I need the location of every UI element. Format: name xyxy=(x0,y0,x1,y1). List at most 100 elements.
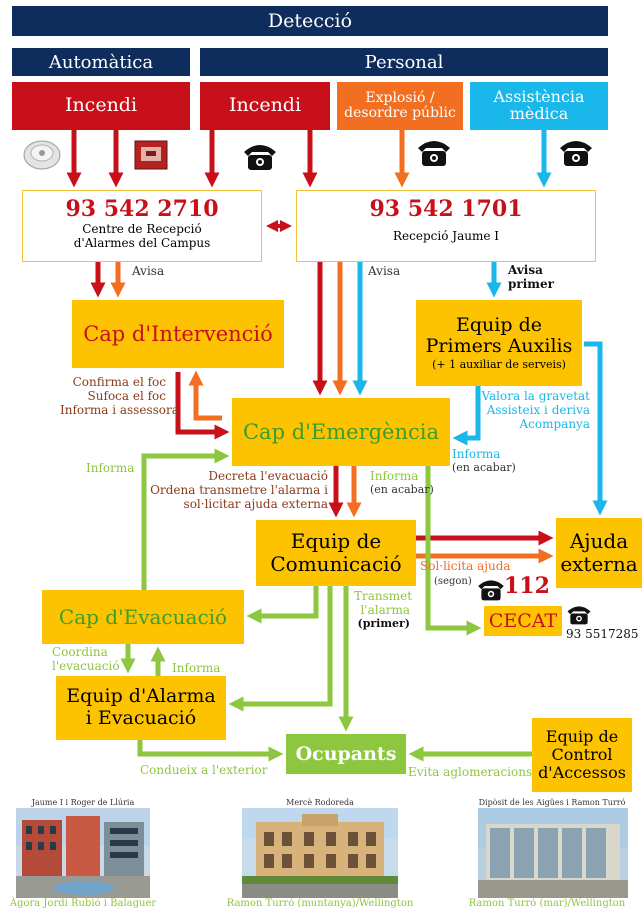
arrow-comunicacio-evacuacio xyxy=(246,586,319,624)
label-sollicita-ajuda: Sol·licita ajuda xyxy=(420,559,511,573)
label-avisa-primer: Avisa primer xyxy=(508,263,554,292)
primers-line3: (+ 1 auxiliar de serveis) xyxy=(432,357,566,371)
automatic-header: Automàtica xyxy=(12,48,190,76)
primers-line2: Primers Auxilis xyxy=(425,334,573,357)
jaume-reception-box: 93 542 1701 Recepció Jaume I xyxy=(296,190,596,262)
arrow-intervencio-emergencia-red xyxy=(175,372,230,440)
photo2-top-caption: Mercè Rodoreda xyxy=(286,798,354,807)
fire-personal-box: Incendi xyxy=(200,82,330,130)
cap-emergencia-box: Cap d'Emergència xyxy=(232,398,450,466)
label-informa-mid: Informa (en acabar) xyxy=(370,469,434,496)
ajuda-line1: Ajuda xyxy=(569,529,629,553)
label-informa-primers: Informa xyxy=(452,447,501,461)
telephone-icon-medical xyxy=(560,141,592,166)
control-line3: d'Accessos xyxy=(538,762,626,782)
campus-reception-line2: d'Alarmes del Campus xyxy=(73,236,211,250)
telephone-icon-explosion xyxy=(418,141,450,166)
equip-comunicacio-box: Equip de Comunicació xyxy=(256,520,416,586)
photo3-bottom-caption: Ramon Turró (mar)/Wellington xyxy=(468,898,626,909)
label-confirma: Confirma el foc xyxy=(72,375,166,389)
medical-box: Assistència mèdica xyxy=(470,82,608,130)
medical-line1: Assistència xyxy=(493,87,585,107)
telephone-icon-fire xyxy=(244,145,276,170)
equip-alarma-box: Equip d'Alarma i Evacuació xyxy=(56,676,226,740)
comunicacio-line2: Comunicació xyxy=(270,552,402,576)
label-emergencia-actions: Decreta l'evacuació Ordena transmetre l'… xyxy=(150,469,328,511)
label-informa-assessora: Informa i assessora xyxy=(60,402,179,417)
label-valora: Valora la gravetat xyxy=(481,389,590,403)
arrow-alarma-ocupants xyxy=(137,740,284,762)
label-avisa-left: Avisa xyxy=(132,264,165,278)
label-avisa-mid: Avisa xyxy=(368,264,401,278)
cecat-box: CECAT xyxy=(484,606,562,636)
label-intervencio-actions: Confirma el foc Sufoca el foc Informa i … xyxy=(60,375,179,417)
label-sufoca: Sufoca el foc xyxy=(87,388,166,403)
telephone-icon-112 xyxy=(478,580,504,601)
jaume-reception-line1: Recepció Jaume I xyxy=(393,229,499,243)
label-assisteix: Assisteix i deriva xyxy=(486,402,590,417)
label-informa-mid-1: Informa xyxy=(370,469,419,483)
label-cecat-phone: 93 5517285 xyxy=(566,627,639,641)
label-sollicitar: sol·licitar ajuda externa xyxy=(183,496,328,511)
telephone-icon-cecat xyxy=(567,606,591,625)
label-primers-actions: Valora la gravetat Assisteix i deriva Ac… xyxy=(480,389,591,431)
avisa-primer-line2: primer xyxy=(508,276,554,291)
campus-reception-line1: Centre de Recepció xyxy=(82,222,202,236)
label-condueix: Condueix a l'exterior xyxy=(140,763,268,777)
label-coordina: Coordina l'evacuació xyxy=(52,645,120,674)
arrow-emergencia-cecat xyxy=(425,466,482,636)
arrow-primers-ajuda xyxy=(584,341,608,516)
jaume-reception-phone: 93 542 1701 xyxy=(369,196,523,222)
ocupants-box: Ocupants xyxy=(286,734,406,774)
label-ordena: Ordena transmetre l'alarma i xyxy=(150,482,328,497)
smoke-detector-icon xyxy=(23,140,61,170)
control-accessos-box: Equip de Control d'Accessos xyxy=(532,718,632,792)
comunicacio-line1: Equip de xyxy=(290,529,382,553)
explosion-line1: Explosió / xyxy=(365,90,435,107)
fire-automatic-box: Incendi xyxy=(12,82,190,130)
avisa-primer-line1: Avisa xyxy=(508,263,543,277)
label-coordina-1: Coordina xyxy=(52,645,108,659)
label-coordina-2: l'evacuació xyxy=(52,658,120,673)
cap-intervencio-box: Cap d'Intervenció xyxy=(72,300,284,368)
primers-line1: Equip de xyxy=(456,314,542,337)
campus-reception-phone: 93 542 2710 xyxy=(65,196,219,222)
personal-header: Personal xyxy=(200,48,608,76)
label-informa-left: Informa xyxy=(86,461,135,475)
label-transmet-3: (primer) xyxy=(357,616,410,630)
medical-line2: mèdica xyxy=(509,104,569,123)
label-informa-acabar-primers: Informa (en acabar) xyxy=(452,447,516,474)
ajuda-externa-box: Ajuda externa xyxy=(556,518,642,588)
campus-reception-box: 93 542 2710 Centre de Recepció d'Alarmes… xyxy=(22,190,262,262)
label-decreta: Decreta l'evacuació xyxy=(208,469,328,483)
explosion-box: Explosió / desordre públic xyxy=(337,82,463,130)
ajuda-line2: externa xyxy=(560,552,638,576)
photo3-top-caption: Dipòsit de les Aigües i Ramon Turró xyxy=(478,798,626,807)
explosion-line2: desordre públic xyxy=(344,105,456,121)
photo-jaume-i xyxy=(16,808,150,898)
alarma-line2: i Evacuació xyxy=(85,707,197,729)
arrow-emergencia-intervencio-orange xyxy=(188,370,222,421)
label-informa-evac: Informa xyxy=(172,661,221,675)
cap-evacuacio-box: Cap d'Evacuació xyxy=(42,590,244,644)
alarma-line1: Equip d'Alarma xyxy=(66,685,216,708)
arrow-comunicacio-alarma xyxy=(228,586,333,712)
photo-merce-rodoreda xyxy=(242,808,398,898)
label-112: 112 xyxy=(504,573,550,599)
fire-alarm-button-icon xyxy=(134,140,168,170)
label-en-acabar-primers: (en acabar) xyxy=(452,460,516,474)
label-acompanya: Acompanya xyxy=(519,416,591,431)
label-informa-mid-2: (en acabar) xyxy=(370,482,434,496)
arrow-evacuacio-emergencia xyxy=(141,448,230,590)
label-evita: Evita aglomeracions xyxy=(408,765,533,779)
label-segon: (segon) xyxy=(434,576,472,587)
label-transmet: Transmet l'alarma (primer) xyxy=(354,589,413,630)
detection-header: Detecció xyxy=(12,6,608,36)
label-transmet-1: Transmet xyxy=(354,589,413,603)
photo1-top-caption: Jaume I i Roger de Llúria xyxy=(31,798,135,807)
photo1-bottom-caption: Àgora Jordi Rubió i Balaguer xyxy=(9,898,157,909)
arrow-primers-emergencia xyxy=(452,386,481,446)
control-line2: Control xyxy=(551,745,613,765)
photo2-bottom-caption: Ramon Turró (muntanya)/Wellington xyxy=(226,898,414,909)
